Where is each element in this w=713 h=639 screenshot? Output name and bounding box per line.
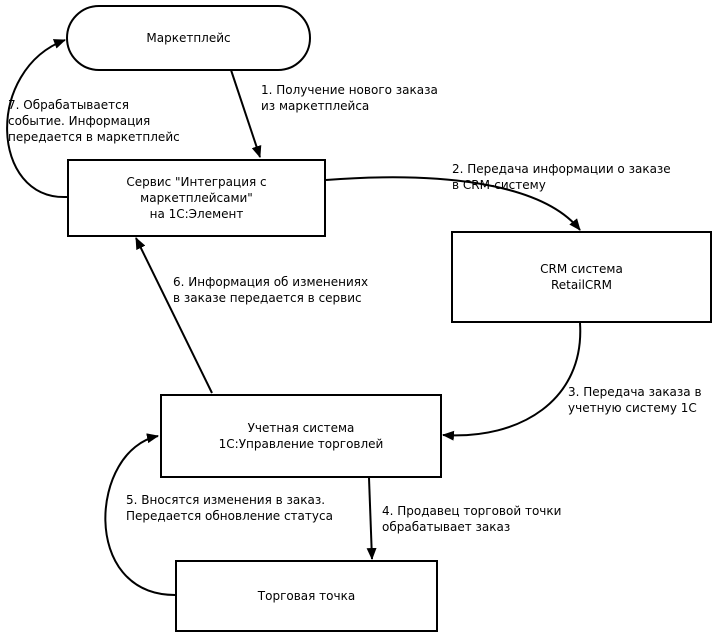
marketplace-label: Маркетплейс — [146, 31, 231, 45]
crm-node: CRM система RetailCRM — [451, 231, 712, 323]
arrow-7 — [6, 39, 68, 199]
step-4-label: 4. Продавец торговой точки обрабатывает … — [382, 504, 562, 534]
accounting-system-label: Учетная система 1С:Управление торговлей — [218, 421, 384, 451]
crm-label: CRM система RetailCRM — [540, 262, 623, 292]
marketplace-node: Маркетплейс — [66, 5, 311, 71]
integration-service-node: Сервис "Интеграция с маркетплейсами" на … — [67, 159, 326, 237]
accounting-system-node: Учетная система 1С:Управление торговлей — [160, 394, 442, 478]
store-label: Торговая точка — [257, 589, 356, 603]
step-3-label: 3. Передача заказа в учетную систему 1С — [568, 385, 702, 415]
arrow-4 — [366, 477, 377, 560]
integration-service-label: Сервис "Интеграция с маркетплейсами" на … — [126, 175, 267, 221]
step-1-label: 1. Получение нового заказа из маркетплей… — [261, 83, 438, 113]
arrow-3 — [442, 322, 582, 441]
arrow-5 — [104, 433, 176, 596]
step-2-label: 2. Передача информации о заказе в CRM-си… — [452, 162, 671, 192]
arrow-6 — [135, 237, 213, 394]
store-node: Торговая точка — [175, 560, 438, 632]
step-7-label: 7. Обрабатывается событие. Информация пе… — [8, 98, 180, 144]
step-6-label: 6. Информация об изменениях в заказе пер… — [173, 275, 369, 305]
step-5-label: 5. Вносятся изменения в заказ. Передаетс… — [126, 493, 333, 523]
arrow-2 — [325, 176, 581, 231]
arrow-1 — [230, 69, 262, 158]
